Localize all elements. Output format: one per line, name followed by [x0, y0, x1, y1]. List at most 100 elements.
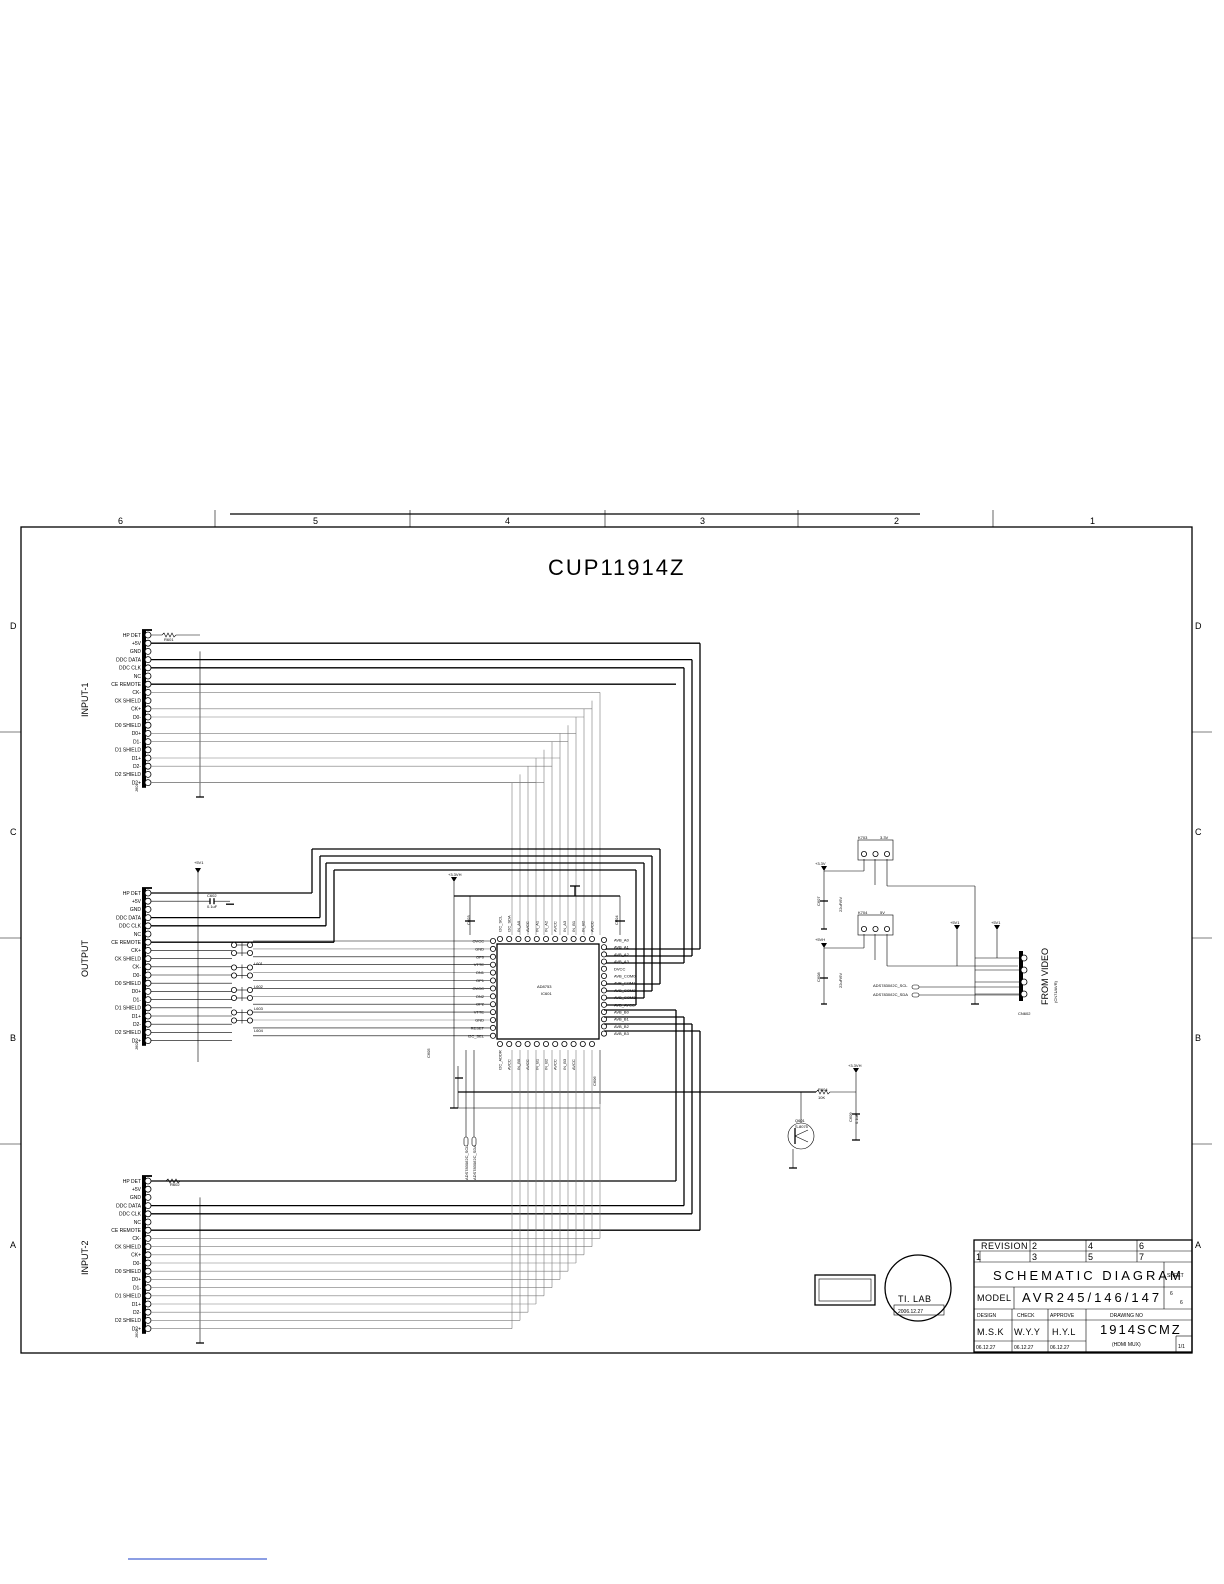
input1-pin-label-14: D1-: [133, 739, 141, 745]
input2-pin-4: [144, 1202, 152, 1209]
output-power-label: +5V1: [194, 860, 204, 865]
input1-pin-19: [144, 779, 152, 786]
zone-top-6: 6: [118, 516, 123, 526]
zone-left-b: B: [10, 1033, 16, 1043]
zone-right-b: B: [1195, 1033, 1201, 1043]
output-pin-11: [144, 971, 152, 979]
input2-pin-label-9: CK SHIELD: [115, 1244, 142, 1250]
input2-pin-label-3: GND: [130, 1195, 142, 1201]
input2-pin-label-11: D0-: [133, 1261, 141, 1267]
model-label: MODEL: [977, 1293, 1012, 1303]
input2-pin-19: [144, 1325, 152, 1332]
ic-right-pin-label-11: AVB_B0: [614, 1010, 630, 1015]
c607-value: 22uF/6V: [838, 897, 843, 912]
ic-right-pin-8: [601, 987, 608, 994]
supply-5vh-arrow: [821, 943, 827, 948]
ic-bottom-pin-label-8: IN_B3: [562, 1058, 567, 1070]
ic-bottom-pin-label-5: IN_B1: [534, 1058, 539, 1070]
output-pin-label-1: HP DET: [123, 891, 141, 897]
filter-1-pin-a1: [230, 950, 237, 957]
input2-pin-1: [144, 1177, 152, 1185]
output-pin-label-6: NC: [134, 932, 142, 938]
filter-4-pin-a0: [230, 1009, 237, 1016]
input1-pin-label-17: D2-: [133, 764, 141, 770]
output-pin-label-3: GND: [130, 907, 142, 913]
ic-left-pin-label-8: ON2: [476, 994, 485, 999]
ic-ad8753-body: [496, 943, 600, 1040]
ic-name: AD8753: [537, 984, 552, 989]
ic-top-pin-label-3: IN_A0: [516, 920, 521, 932]
input2-pin-label-14: D1-: [133, 1285, 141, 1291]
input1-pin-11: [144, 713, 152, 721]
ic-right-pin-label-12: AVB_B1: [614, 1017, 630, 1022]
supply-3v3-arrow: [821, 866, 827, 871]
input1-pin-4: [144, 656, 152, 663]
drawing-title: CUP11914Z: [548, 555, 685, 580]
output-pin-label-16: D1+: [132, 1014, 141, 1020]
l603-label: L603: [254, 1006, 264, 1011]
approve-name: H.Y.L: [1052, 1327, 1076, 1337]
zone-top-2: 2: [894, 516, 899, 526]
supply-5v1b-arrow: [994, 925, 1000, 930]
stamp-date-box: [893, 1304, 945, 1316]
input2-label: INPUT-2: [80, 1240, 90, 1275]
input2-pin-12: [144, 1267, 152, 1275]
k704-label: K704: [858, 910, 868, 915]
output-pin-16: [144, 1012, 152, 1020]
ic-cap-c603: C603: [466, 915, 471, 925]
ic-top-pin-label-11: AVCC: [590, 921, 595, 932]
zone-left-c: C: [10, 827, 17, 837]
ic-bottom-pin-label-9: AVCC: [571, 1059, 576, 1070]
input2-pin-label-10: CK+: [131, 1253, 141, 1259]
output-pin-4: [144, 914, 152, 921]
ic-left-pin-label-5: ON1: [476, 970, 485, 975]
c608-value: 22uF/6V: [838, 973, 843, 988]
side-zone-ticks: [0, 731, 1212, 1145]
output-pin-label-12: D0 SHIELD: [115, 981, 141, 987]
input2-pin-5: [144, 1210, 152, 1218]
page-mark: 1/1: [1178, 1344, 1185, 1350]
ic-bottom-pin-label-4: AVCC: [525, 1059, 530, 1070]
output-ref: J602: [134, 1041, 139, 1050]
net-sda: ADS7830/I2C_SDA: [873, 992, 908, 997]
ic-top-pin-label-2: I2C_SDA: [507, 915, 512, 932]
output-pin-12: [144, 979, 152, 987]
input1-pin-7: [144, 680, 152, 688]
filter-2-pin-b0: [246, 964, 253, 971]
input2-pin-label-18: D2 SHIELD: [115, 1318, 141, 1324]
ic-bottom-pin-label-1: I2C_ADDR: [498, 1050, 503, 1070]
input2-pin-15: [144, 1292, 152, 1300]
output-pin-10: [144, 963, 152, 971]
input2-pin-17: [144, 1308, 152, 1316]
cn602-bar: [1019, 951, 1023, 1001]
title-block: [973, 1239, 1193, 1353]
input2-pin-3: [144, 1194, 152, 1201]
i2c-scl-terminal: [463, 1136, 469, 1147]
ic-left-pin-6: [489, 977, 496, 984]
q601-part: S-8075: [795, 1124, 809, 1129]
ic-right-pin-label-13: AVB_B2: [614, 1024, 630, 1029]
filter-4-pin-a1: [230, 1017, 237, 1024]
ic-top-pin-11: [589, 936, 596, 943]
c609-label: C609: [848, 1112, 853, 1122]
check-label: CHECK: [1017, 1313, 1035, 1319]
input2-pin-label-15: D1 SHIELD: [115, 1294, 141, 1300]
revision-cell-7: 7: [1139, 1252, 1145, 1262]
ic-top-pin-9: [570, 936, 577, 943]
supply-5v1-a: +5V1: [950, 920, 960, 925]
input2-pin-label-7: CE REMOTE: [111, 1228, 141, 1234]
output-pin-5: [144, 922, 152, 930]
ic-right-pin-label-9: AVB_COM3: [614, 995, 636, 1000]
l602-label: L602: [254, 984, 264, 989]
input1-pin-label-1: HP DET: [123, 633, 141, 639]
ic-right-pin-label-4: AVB_A3: [614, 959, 630, 964]
ic-left-pin-5: [489, 969, 496, 976]
ic-right-pin-label-5: DVCC: [614, 966, 625, 971]
top-zone-labels: 6 5 4 3 2 1: [118, 516, 1095, 526]
stamp-lab: TI. LAB: [898, 1294, 932, 1304]
ic-left-pin-12: [489, 1024, 496, 1031]
output-pin-label-7: CE REMOTE: [111, 940, 141, 946]
reset-supply-arrow: [853, 1068, 859, 1073]
ic-left-pin-label-13: I2C_SEL: [468, 1033, 485, 1038]
input2-pin-label-12: D0 SHIELD: [115, 1269, 141, 1275]
